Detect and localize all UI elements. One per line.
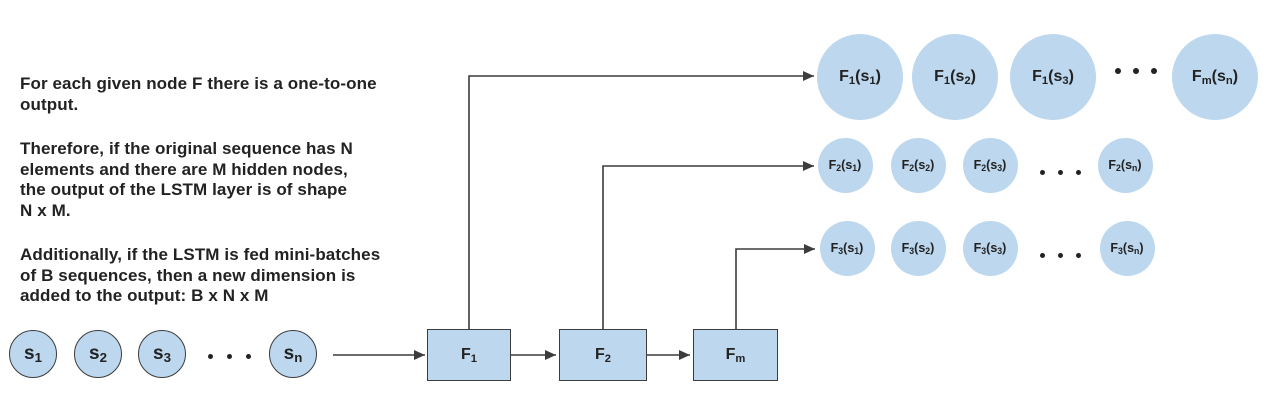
dot [1057,252,1063,258]
dot [207,353,213,359]
note-paragraph-2: Therefore, if the original sequence has … [20,139,353,220]
output-row1-ellipsis-icon [1115,68,1157,74]
connector-fm-to-output-row3 [735,244,815,329]
dot [1151,68,1157,74]
dot [245,353,251,359]
dot [1133,68,1139,74]
connector-f1-to-output-row1 [468,71,814,329]
note-paragraph-1: For each given node F there is a one-to-… [20,74,377,114]
dot [1039,169,1045,175]
connector-f2-to-output-row2 [602,161,814,329]
output-row2-ellipsis-icon [1039,169,1081,175]
dot [226,353,232,359]
dot [1115,68,1121,74]
input-ellipsis-icon [207,353,251,359]
dot [1075,252,1081,258]
dot [1075,169,1081,175]
note-paragraph-3: Additionally, if the LSTM is fed mini-ba… [20,245,381,305]
output-row3-ellipsis-icon [1039,252,1081,258]
dot [1039,252,1045,258]
dot [1057,169,1063,175]
notes-block: For each given node F there is a one-to-… [20,74,480,331]
